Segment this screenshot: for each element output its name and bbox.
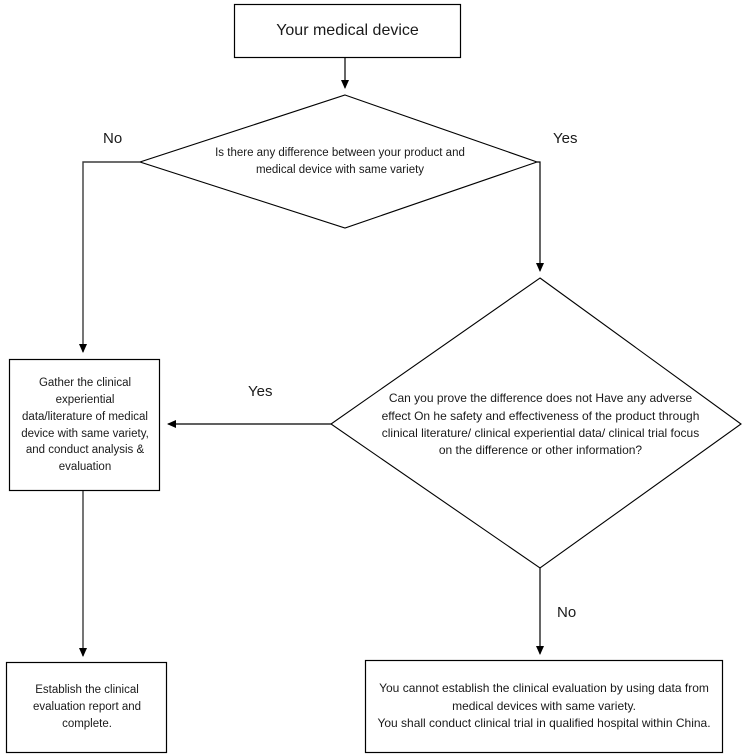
connector-decision1-no-to-process [79,161,140,353]
connector-decision1-yes-to-decision2 [536,161,544,272]
decision-2-shape [330,277,742,569]
start-node-shape [233,3,462,59]
decision-1-shape [138,94,539,229]
end-left-shape [5,661,168,754]
end-right-shape [364,659,724,754]
process-gather-shape [8,358,161,492]
